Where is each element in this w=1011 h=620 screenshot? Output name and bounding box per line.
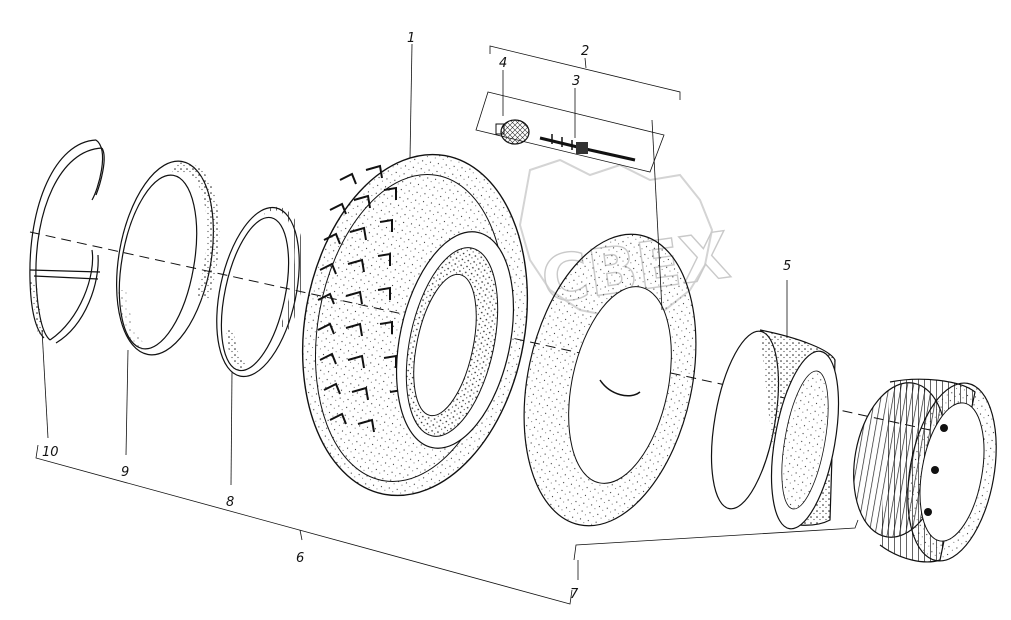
valve-assembly-box bbox=[475, 91, 665, 173]
center-axis-line bbox=[29, 231, 931, 431]
callout-6: 6 bbox=[296, 551, 304, 566]
leader-6 bbox=[299, 529, 303, 541]
leader-9 bbox=[125, 349, 129, 456]
watermark-gear-icon bbox=[518, 158, 714, 320]
valve-stem-icon bbox=[539, 134, 636, 162]
callout-10: 10 bbox=[42, 445, 59, 460]
leader-1 bbox=[409, 43, 413, 159]
tire-icon bbox=[301, 153, 529, 497]
wheel-disc-icon bbox=[853, 378, 997, 563]
bracket-part-2 bbox=[489, 45, 681, 100]
callout-3: 3 bbox=[572, 74, 580, 89]
callout-4: 4 bbox=[499, 56, 507, 71]
rim-half-icon bbox=[710, 280, 840, 530]
leader-2 bbox=[584, 57, 587, 69]
valve-cap-icon bbox=[495, 119, 530, 145]
callout-1: 1 bbox=[407, 31, 415, 46]
inner-tube-icon bbox=[523, 119, 697, 527]
leader-8 bbox=[230, 371, 233, 486]
flap-ring-icon bbox=[116, 160, 220, 356]
leader-10 bbox=[41, 329, 49, 439]
callout-7: 7 bbox=[570, 587, 579, 602]
split-lock-ring-icon bbox=[29, 139, 105, 344]
side-ring-icon bbox=[216, 206, 304, 378]
bracket-part-7 bbox=[573, 519, 859, 561]
callout-8: 8 bbox=[226, 495, 234, 510]
bracket-part-6 bbox=[35, 444, 573, 605]
callout-2: 2 bbox=[581, 44, 589, 59]
callout-9: 9 bbox=[121, 465, 129, 480]
callout-5: 5 bbox=[783, 259, 791, 274]
